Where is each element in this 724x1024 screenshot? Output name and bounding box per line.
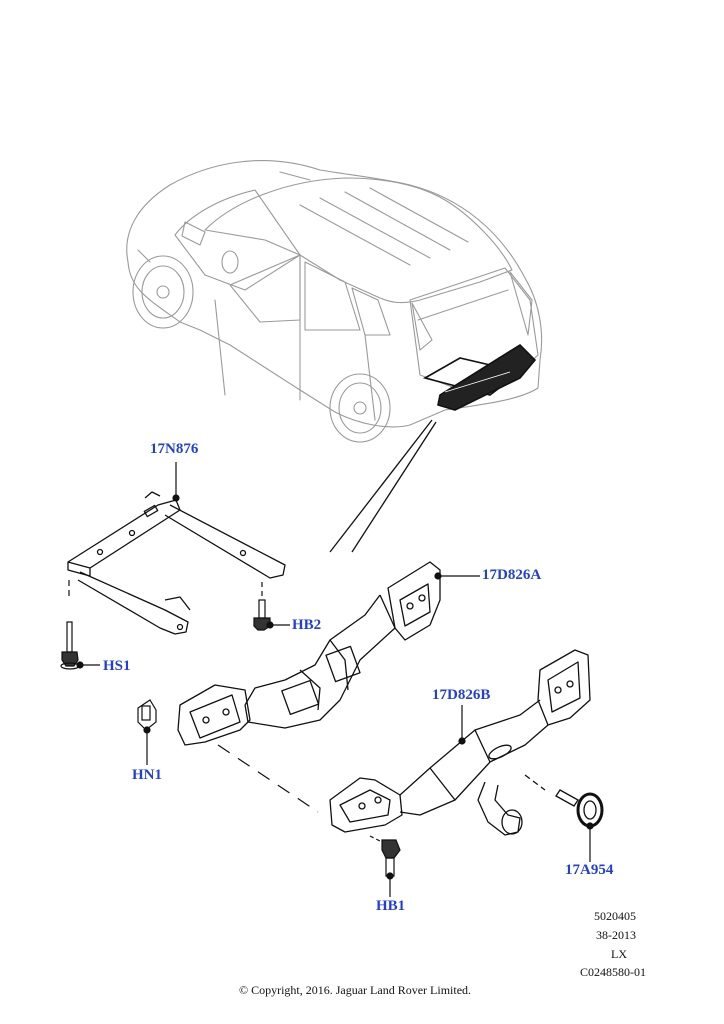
- towbar-location-highlight: [422, 343, 537, 411]
- callout-hb2[interactable]: HB2: [292, 617, 322, 633]
- callout-17d826a[interactable]: 17D826A: [482, 567, 542, 583]
- reference-number: 5020405: [594, 909, 636, 923]
- bolt-hs1: [60, 580, 80, 670]
- mounting-bracket-17n876: [67, 491, 286, 635]
- callout-hb1[interactable]: HB1: [376, 898, 406, 914]
- callout-17d826b[interactable]: 17D826B: [432, 687, 491, 703]
- bolt-hb2: [253, 582, 271, 631]
- callout-17a954[interactable]: 17A954: [565, 862, 614, 878]
- nut-hn1: [137, 699, 157, 731]
- alignment-line: [217, 744, 319, 813]
- bolt-hb1: [369, 835, 401, 877]
- callout-leaders: [76, 462, 594, 897]
- vehicle-illustration: [126, 160, 543, 443]
- illustration-code: C0248580-01: [580, 965, 646, 979]
- copyright-notice: © Copyright, 2016. Jaguar Land Rover Lim…: [238, 983, 472, 997]
- towbar-assembly-17d826b: [329, 649, 591, 836]
- model-code: LX: [611, 947, 627, 961]
- callout-hn1[interactable]: HN1: [132, 767, 162, 783]
- crossmember-17d826a: [177, 561, 441, 746]
- detail-leader-lines: [329, 419, 437, 553]
- eye-bolt-17a954: [524, 774, 604, 828]
- callout-hs1[interactable]: HS1: [103, 658, 131, 674]
- date-code: 38-2013: [596, 928, 636, 942]
- callout-17n876[interactable]: 17N876: [150, 441, 199, 457]
